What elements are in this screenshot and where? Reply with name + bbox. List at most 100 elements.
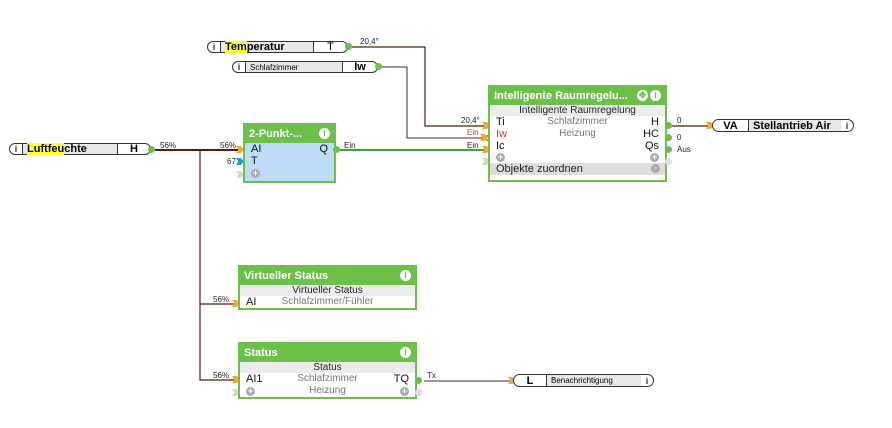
value-temperatur: 20,4° xyxy=(360,37,379,46)
port-label-ai: AI xyxy=(251,143,262,155)
input-port-add[interactable] xyxy=(482,158,490,165)
port-label-q: Q xyxy=(319,143,328,155)
block-intelligente-raumregelung[interactable]: Intelligente Raumregelu... ✥i Intelligen… xyxy=(488,85,667,182)
output-stellantrieb-code: VA xyxy=(713,120,749,132)
block-location: Schlafzimmer xyxy=(547,116,608,127)
wire-luftfeuchte-branch[interactable] xyxy=(199,150,238,381)
value-tq: Tx xyxy=(427,371,436,380)
value-luftfeuchte: 56% xyxy=(160,141,177,150)
input-schlafzimmer[interactable]: i Schlafzimmer Iw xyxy=(232,61,378,73)
port-label-ti: Ti xyxy=(496,116,505,128)
port-label-ai1: AI1 xyxy=(246,373,263,385)
block-subtitle: Status xyxy=(240,362,415,373)
block-title: Virtueller Status xyxy=(244,270,329,282)
add-input-icon[interactable]: + xyxy=(496,151,505,162)
output-benachrichtigung[interactable]: L Benachrichtigung i xyxy=(513,374,654,387)
value-iw: Ein xyxy=(467,128,479,137)
add-input-icon[interactable]: + xyxy=(246,385,255,396)
output-port-add[interactable] xyxy=(415,389,422,396)
port-label-ic: Ic xyxy=(496,140,505,152)
input-temperatur-code: T xyxy=(327,41,334,53)
input-port-ai1[interactable] xyxy=(232,376,240,383)
port-label-hc: HC xyxy=(643,128,659,140)
block-location: Schlafzimmer/Fühler xyxy=(281,296,374,307)
value-ti: 20,4° xyxy=(461,116,480,125)
add-output-icon[interactable]: + xyxy=(650,151,659,162)
info-icon[interactable]: i xyxy=(14,144,18,154)
output-stellantrieb-air[interactable]: VA Stellantrieb Air i xyxy=(712,119,854,132)
input-port-t[interactable] xyxy=(236,158,244,165)
port-label-t: T xyxy=(251,155,258,167)
wire-temperatur-ti[interactable] xyxy=(350,46,487,127)
input-port-va[interactable] xyxy=(706,122,714,129)
assign-objects-button[interactable]: Objekte zuordnen ◦ xyxy=(490,163,665,175)
value-t-2punkt: 67 xyxy=(227,157,236,166)
output-port-qs[interactable] xyxy=(665,146,672,153)
output-port-temperatur[interactable] xyxy=(345,43,352,50)
output-port-schlafzimmer[interactable] xyxy=(375,63,382,70)
input-port-ai[interactable] xyxy=(236,146,244,153)
block-subtitle: Virtueller Status xyxy=(240,285,415,296)
wire-schlafzimmer-iw[interactable] xyxy=(380,66,484,139)
block-title: Intelligente Raumregelu... xyxy=(494,90,628,102)
input-schlafzimmer-code: Iw xyxy=(354,61,366,73)
block-function: Heizung xyxy=(309,385,346,396)
block-2-punkt[interactable]: 2-Punkt-... i AI Q T + xyxy=(243,123,336,183)
block-virtueller-status[interactable]: Virtueller Status i Virtueller Status AI… xyxy=(238,265,417,310)
output-port-hc[interactable] xyxy=(665,134,672,141)
value-ai-virtual: 56% xyxy=(213,295,230,304)
output-port-add[interactable] xyxy=(665,158,672,165)
block-header[interactable]: Virtueller Status i xyxy=(240,267,415,285)
input-port-ai[interactable] xyxy=(232,300,240,307)
input-schlafzimmer-label: Schlafzimmer xyxy=(245,62,343,72)
input-port-iw[interactable] xyxy=(480,134,488,141)
value-qs: Aus xyxy=(677,145,691,154)
block-title: Status xyxy=(244,347,278,359)
block-subtitle: Intelligente Raumregelung xyxy=(490,105,665,116)
info-icon[interactable]: i xyxy=(319,128,330,139)
block-function: Heizung xyxy=(559,128,596,139)
value-q: Ein xyxy=(344,141,356,150)
port-label-qs: Qs xyxy=(644,140,659,152)
value-ai-2punkt: 56% xyxy=(220,141,237,150)
info-icon[interactable]: i xyxy=(400,347,411,358)
info-icon[interactable]: i xyxy=(650,90,661,101)
move-icon[interactable]: ✥ xyxy=(637,90,648,101)
block-header[interactable]: Status i xyxy=(240,344,415,362)
input-port-l[interactable] xyxy=(508,377,516,384)
block-header[interactable]: 2-Punkt-... i xyxy=(245,125,334,143)
input-port-ic[interactable] xyxy=(482,146,490,153)
assign-objects-label: Objekte zuordnen xyxy=(496,163,583,175)
add-input-icon[interactable]: + xyxy=(251,167,260,178)
output-benachrichtigung-code: L xyxy=(514,375,547,387)
value-h: 0 xyxy=(677,116,682,125)
output-port-q[interactable] xyxy=(333,146,340,153)
output-port-h[interactable] xyxy=(665,122,672,129)
output-port-luftfeuchte[interactable] xyxy=(148,146,155,153)
output-benachrichtigung-label: Benachrichtigung xyxy=(547,375,641,386)
port-label-h: H xyxy=(651,116,659,128)
info-icon[interactable]: i xyxy=(237,62,241,72)
output-stellantrieb-label: Stellantrieb Air xyxy=(749,120,841,132)
info-icon[interactable]: i xyxy=(212,42,216,52)
add-output-icon[interactable]: + xyxy=(400,385,409,396)
input-port-add[interactable] xyxy=(232,389,240,396)
value-ic: Ein xyxy=(467,141,479,150)
settings-icon[interactable]: ◦ xyxy=(651,164,660,173)
block-header[interactable]: Intelligente Raumregelu... ✥i xyxy=(490,87,665,105)
input-port-add[interactable] xyxy=(236,171,244,178)
output-port-tq[interactable] xyxy=(415,377,422,384)
info-icon[interactable]: i xyxy=(400,270,411,281)
block-title: 2-Punkt-... xyxy=(249,128,303,140)
input-port-ti[interactable] xyxy=(482,122,490,129)
input-luftfeuchte-code: H xyxy=(130,143,138,155)
info-icon[interactable]: i xyxy=(845,120,849,131)
block-location: Schlafzimmer xyxy=(297,373,358,384)
info-icon[interactable]: i xyxy=(645,375,649,386)
